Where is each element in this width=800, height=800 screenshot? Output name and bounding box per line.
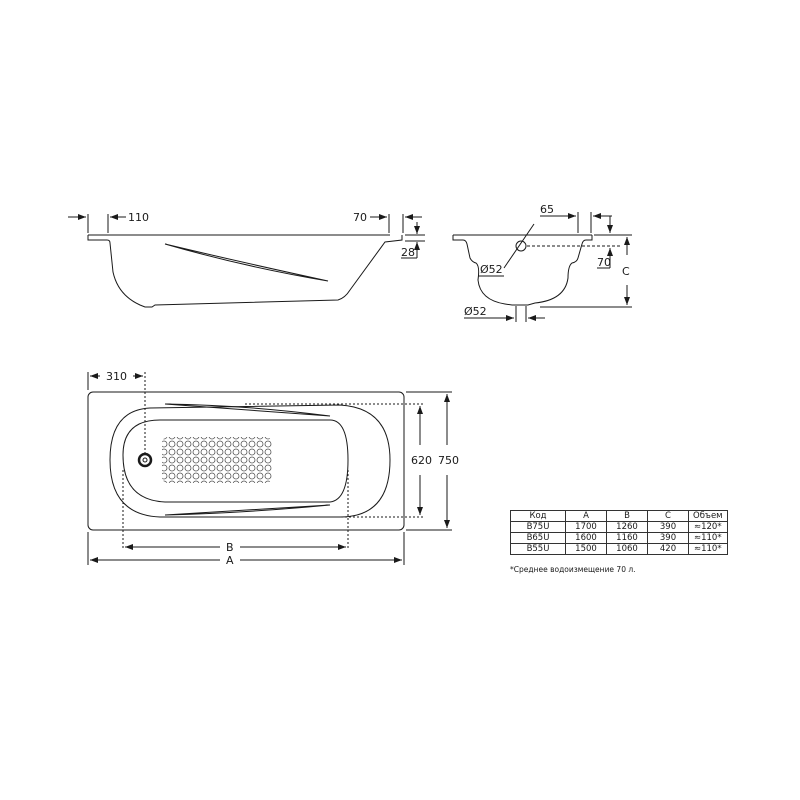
dim-drain-offset: 310 bbox=[106, 370, 127, 383]
dim-overflow-offset: 65 bbox=[540, 203, 554, 216]
dim-overflow-diameter: Ø52 bbox=[480, 263, 503, 276]
cell: 390 bbox=[647, 532, 689, 544]
cell: 1500 bbox=[565, 543, 607, 555]
col-a: A bbox=[565, 510, 607, 522]
end-view bbox=[452, 212, 632, 322]
col-code: Код bbox=[510, 510, 566, 522]
table-row: B65U 1600 1160 390 ≈110* bbox=[510, 532, 728, 544]
dim-right-rim: 70 bbox=[353, 211, 367, 224]
side-view bbox=[68, 214, 425, 308]
dim-depth-label: C bbox=[622, 265, 630, 278]
cell: 1260 bbox=[606, 521, 648, 533]
cell: B75U bbox=[510, 521, 566, 533]
cell: 390 bbox=[647, 521, 689, 533]
top-view bbox=[87, 372, 452, 565]
table-row: B55U 1500 1060 420 ≈110* bbox=[510, 543, 728, 555]
dim-outer-width: 750 bbox=[438, 454, 459, 467]
cell: B65U bbox=[510, 532, 566, 544]
dim-inner-width: 620 bbox=[411, 454, 432, 467]
cell: 1160 bbox=[606, 532, 648, 544]
table-row: B75U 1700 1260 390 ≈120* bbox=[510, 521, 728, 533]
cell: ≈110* bbox=[688, 532, 728, 544]
cell: ≈120* bbox=[688, 521, 728, 533]
cell: B55U bbox=[510, 543, 566, 555]
cell: ≈110* bbox=[688, 543, 728, 555]
dim-inner-length-label: B bbox=[226, 541, 234, 554]
cell: 1060 bbox=[606, 543, 648, 555]
dim-outer-length-label: A bbox=[226, 554, 234, 567]
col-c: C bbox=[647, 510, 689, 522]
cell: 1700 bbox=[565, 521, 607, 533]
col-volume: Объем bbox=[688, 510, 728, 522]
dim-left-rim: 110 bbox=[128, 211, 149, 224]
spec-table: Код A B C Объем B75U 1700 1260 390 ≈120*… bbox=[510, 510, 728, 555]
table-footnote: *Среднее водоизмещение 70 л. bbox=[510, 565, 636, 574]
dim-drain-diameter: Ø52 bbox=[464, 305, 487, 318]
dim-rim-height: 28 bbox=[401, 246, 415, 259]
col-b: B bbox=[606, 510, 648, 522]
dim-overflow-depth: 70 bbox=[597, 256, 611, 269]
table-header-row: Код A B C Объем bbox=[510, 510, 728, 522]
cell: 420 bbox=[647, 543, 689, 555]
cell: 1600 bbox=[565, 532, 607, 544]
